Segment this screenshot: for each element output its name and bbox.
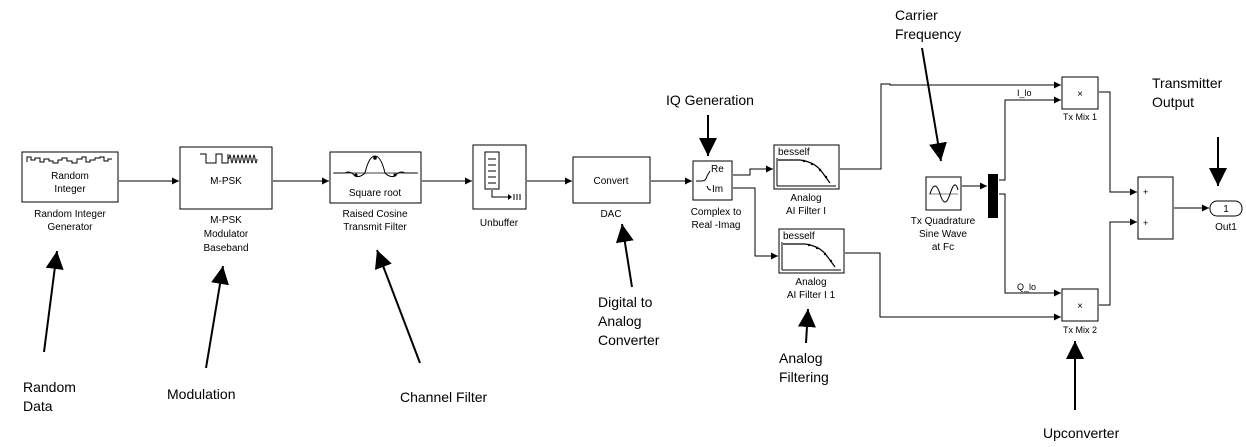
annotation-carrier-frequency-2: Frequency <box>895 26 961 42</box>
annotation-transmitter-output-1: Transmitter <box>1152 75 1223 91</box>
raised-cosine-filter-block[interactable]: Square root <box>329 151 422 204</box>
sine-caption2: Sine Wave <box>919 229 967 240</box>
random-integer-generator-block[interactable]: Random Integer <box>21 151 119 203</box>
tx-mix-1-block[interactable]: × <box>1061 76 1099 110</box>
unbuffer-block[interactable] <box>472 144 527 210</box>
annotation-transmitter-output-2: Output <box>1152 94 1194 110</box>
complex-caption2: Real -Imag <box>692 220 741 231</box>
arrow-carrier-frequency <box>921 47 947 162</box>
wire-mix2-to-sum <box>1099 218 1137 306</box>
mpsk-caption1: M-PSK <box>210 215 242 226</box>
convert-label: Convert <box>593 176 628 187</box>
sine-caption3: at Fc <box>932 242 954 253</box>
sum-block[interactable]: + + <box>1137 176 1174 240</box>
analog-filter-1-block[interactable]: besself <box>773 144 840 190</box>
annotation-analog-filtering-1: Analog <box>779 350 823 366</box>
mix1-caption: Tx Mix 1 <box>1063 112 1097 122</box>
annotation-dac-2: Analog <box>598 313 642 329</box>
demux-block[interactable] <box>988 174 998 218</box>
wire-demux-to-mix1 <box>999 96 1061 181</box>
outport-number: 1 <box>1223 204 1229 215</box>
buffer-icon <box>484 151 500 190</box>
sine-wave-icon <box>929 184 959 203</box>
wire-demux-to-mix2 <box>999 193 1061 297</box>
annotation-channel-filter: Channel Filter <box>400 389 487 405</box>
wire-im-to-filter2 <box>733 187 778 260</box>
random-integer-caption1: Random Integer <box>34 209 106 220</box>
annotation-iq-generation: IQ Generation <box>666 92 754 108</box>
random-integer-icon <box>26 156 112 164</box>
arrow-channel-filter <box>374 249 421 364</box>
sum-plus-2: + <box>1143 218 1148 228</box>
complex-caption1: Complex to <box>691 207 742 218</box>
mpsk-label: M-PSK <box>210 176 242 187</box>
mpsk-waveform-icon <box>200 153 258 164</box>
tx-mix-2-block[interactable]: × <box>1061 288 1099 322</box>
mix2-symbol: × <box>1077 301 1083 312</box>
arrow-random-data <box>43 250 64 353</box>
annotation-analog-filtering-2: Filtering <box>779 369 829 385</box>
convert-dac-block[interactable]: Convert <box>572 156 651 204</box>
sine-caption1: Tx Quadrature <box>911 216 976 227</box>
arrow-dac <box>615 223 634 288</box>
filter2-caption2: AI Filter I 1 <box>787 290 836 301</box>
complex-to-real-imag-block[interactable]: Re Im <box>692 160 733 201</box>
wire-filter1-to-mix1 <box>840 81 1061 170</box>
re-port-label: Re <box>711 164 724 175</box>
analog-filter-2-block[interactable]: besself <box>778 228 845 274</box>
wire-filter2-to-mix2 <box>845 252 1061 321</box>
unbuffer-caption: Unbuffer <box>480 218 519 229</box>
wire-re-to-filter1 <box>733 165 773 176</box>
annotation-arrows <box>43 47 1227 410</box>
annotation-dac-3: Converter <box>598 332 660 348</box>
im-port-label: Im <box>712 184 723 195</box>
random-integer-line2: Integer <box>54 184 86 195</box>
raised-cosine-label: Square root <box>349 188 401 199</box>
mpsk-modulator-block[interactable]: M-PSK <box>179 146 273 210</box>
filter2-caption1: Analog <box>795 277 826 288</box>
mix1-symbol: × <box>1077 89 1083 100</box>
filter1-caption2: AI Filter I <box>786 206 826 217</box>
dac-caption: DAC <box>600 209 621 220</box>
random-integer-line1: Random <box>51 171 89 182</box>
wire-mix1-to-sum <box>1099 91 1137 196</box>
outport-block[interactable]: 1 <box>1209 200 1243 217</box>
raised-cosine-caption2: Transmit Filter <box>343 222 407 233</box>
besself-label-1: besself <box>778 147 810 158</box>
mpsk-caption3: Baseband <box>203 243 248 254</box>
outport-caption: Out1 <box>1215 222 1237 233</box>
arrow-modulation <box>205 265 229 369</box>
annotation-dac-1: Digital to <box>598 294 653 310</box>
i-lo-label: I_lo <box>1017 88 1032 98</box>
raised-cosine-caption1: Raised Cosine <box>342 209 407 220</box>
annotation-carrier-frequency-1: Carrier <box>895 7 938 23</box>
signal-wires <box>119 81 1209 321</box>
sum-plus-1: + <box>1143 187 1148 197</box>
sine-wave-block[interactable] <box>925 176 962 211</box>
q-lo-label: Q_lo <box>1017 282 1036 292</box>
mpsk-caption2: Modulator <box>204 229 249 240</box>
arrow-analog-filtering <box>797 308 816 344</box>
annotation-upconverter: Upconverter <box>1043 425 1120 441</box>
random-integer-caption2: Generator <box>47 222 93 233</box>
mix2-caption: Tx Mix 2 <box>1063 325 1097 335</box>
filter1-caption1: Analog <box>790 193 821 204</box>
annotation-random-data-2: Data <box>23 398 53 414</box>
annotation-modulation: Modulation <box>167 386 236 402</box>
annotation-random-data-1: Random <box>23 379 76 395</box>
besself-label-2: besself <box>783 231 815 242</box>
